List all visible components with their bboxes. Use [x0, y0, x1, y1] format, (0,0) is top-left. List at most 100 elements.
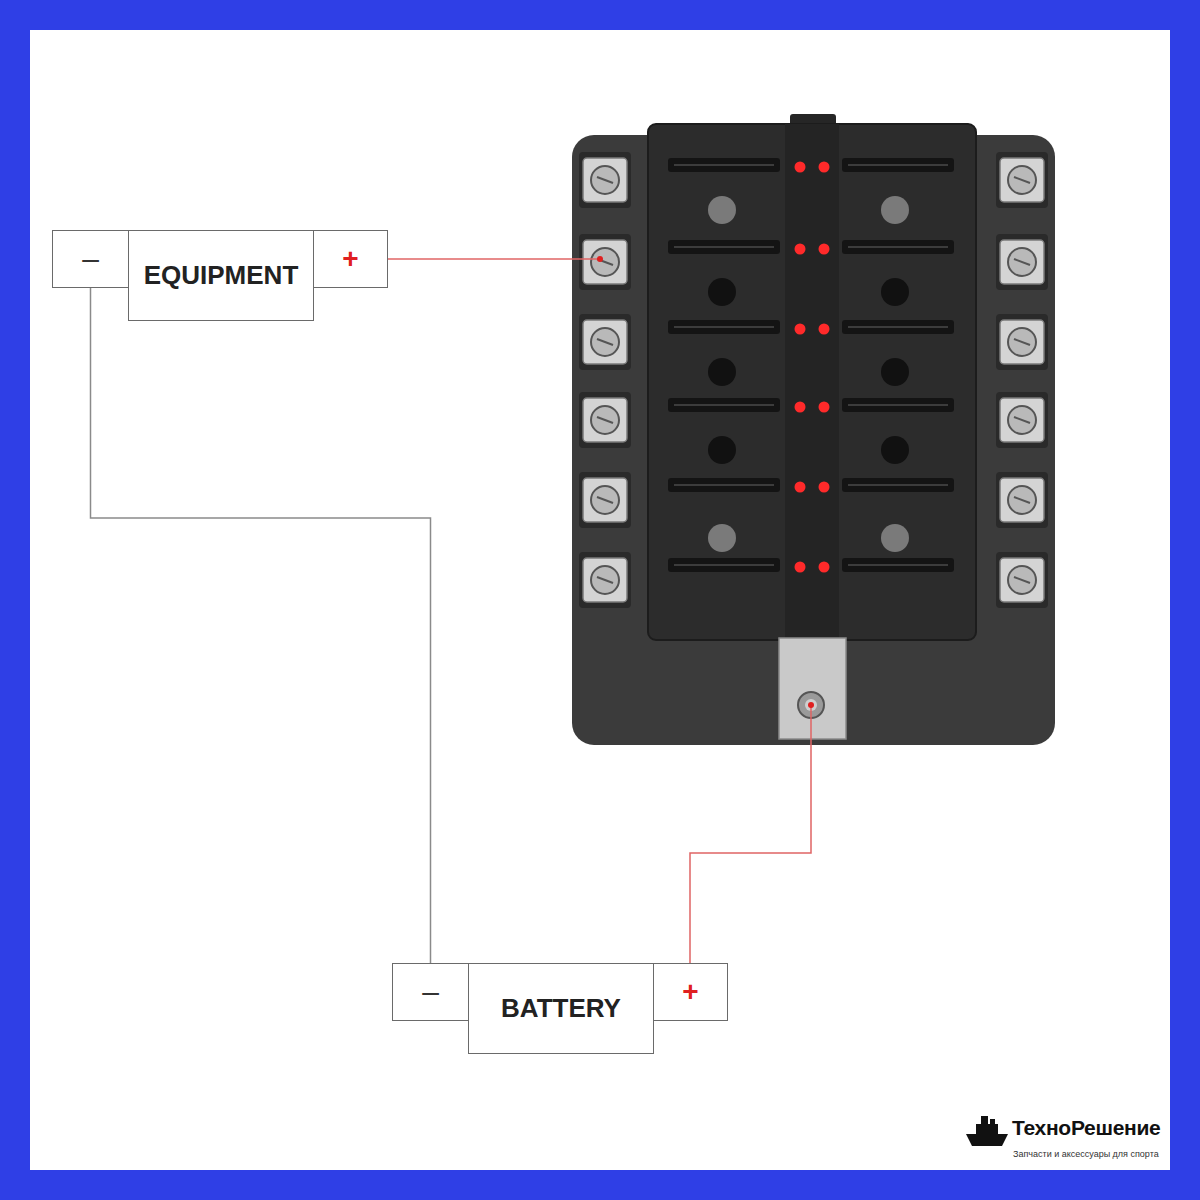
fuse-hole: [708, 524, 736, 552]
fuse-slot: [668, 158, 780, 172]
center-strip: [785, 124, 839, 640]
terminal-plate: [1000, 240, 1044, 284]
screw-slot: [1014, 417, 1030, 423]
terminal-mount: [996, 234, 1048, 290]
fuse-slot: [668, 320, 780, 334]
ship-cabin: [976, 1124, 998, 1134]
led-indicator: [819, 562, 830, 573]
terminal-plate: [1000, 478, 1044, 522]
terminal-mount: [996, 472, 1048, 528]
fuse-hole: [708, 436, 736, 464]
terminal-mount: [579, 552, 631, 608]
fuse-slot-edge: [848, 326, 948, 328]
terminal-cell: +: [653, 963, 728, 1021]
terminal-mount: [579, 392, 631, 448]
polarity-sign: +: [342, 243, 358, 275]
terminal-screw: [1008, 406, 1036, 434]
led-indicator: [795, 482, 806, 493]
fuse-slot: [668, 398, 780, 412]
terminal-cell: –: [52, 230, 129, 288]
fuse-slot-edge: [674, 564, 774, 566]
fuse-hole: [881, 278, 909, 306]
terminal-screw: [1008, 328, 1036, 356]
screw-slot: [597, 339, 613, 345]
negative-wire: [91, 288, 431, 963]
device-box: EQUIPMENT: [128, 230, 314, 321]
terminal-screw: [1008, 566, 1036, 594]
fuse-hole: [881, 436, 909, 464]
fuse-slot-edge: [674, 326, 774, 328]
positive-wire: [388, 258, 600, 260]
fuse-hole: [708, 278, 736, 306]
screw-slot: [1014, 339, 1030, 345]
screw-slot: [597, 417, 613, 423]
led-indicator: [819, 324, 830, 335]
screw-slot: [597, 497, 613, 503]
fuse-slot: [842, 158, 954, 172]
terminal-screw: [591, 248, 619, 276]
terminal-mount: [579, 152, 631, 208]
terminal-mount: [579, 472, 631, 528]
device-name: EQUIPMENT: [144, 260, 299, 291]
bus-bar: [779, 638, 846, 739]
ship-funnel: [981, 1116, 988, 1124]
led-indicator: [795, 324, 806, 335]
wire-dot: [808, 702, 814, 708]
screw-slot: [1014, 177, 1030, 183]
terminal-mount: [996, 392, 1048, 448]
ship-funnel: [990, 1119, 995, 1124]
screw-slot: [1014, 259, 1030, 265]
terminal-screw: [1008, 166, 1036, 194]
ship-icon: [966, 1116, 1008, 1146]
fuse-slot: [842, 478, 954, 492]
terminal-screw: [591, 486, 619, 514]
screw-slot: [1014, 577, 1030, 583]
terminal-plate: [583, 240, 627, 284]
fuse-slot: [668, 240, 780, 254]
led-indicator: [819, 244, 830, 255]
polarity-sign: –: [82, 242, 99, 276]
terminal-plate: [1000, 398, 1044, 442]
led-indicator: [795, 244, 806, 255]
fuse-slot: [668, 478, 780, 492]
led-indicator: [795, 162, 806, 173]
fuse-slot-edge: [674, 484, 774, 486]
terminal-plate: [583, 320, 627, 364]
screw-slot: [1014, 497, 1030, 503]
watermark-tagline: Запчасти и аксессуары для спорта: [1013, 1149, 1159, 1159]
fuse-slot-edge: [674, 404, 774, 406]
terminal-mount: [579, 314, 631, 370]
fuse-slot-edge: [848, 164, 948, 166]
fuse-cover: [648, 124, 976, 640]
terminal-plate: [1000, 158, 1044, 202]
fuse-slot-edge: [674, 246, 774, 248]
terminal-mount: [996, 152, 1048, 208]
fuse-slot: [842, 320, 954, 334]
led-indicator: [819, 482, 830, 493]
fuse-slot-edge: [848, 246, 948, 248]
terminal-screw: [591, 566, 619, 594]
terminal-plate: [1000, 558, 1044, 602]
terminal-plate: [583, 558, 627, 602]
polarity-sign: +: [682, 976, 698, 1008]
led-indicator: [819, 162, 830, 173]
screw-slot: [597, 177, 613, 183]
terminal-plate: [583, 158, 627, 202]
terminal-plate: [583, 478, 627, 522]
terminal-plate: [583, 398, 627, 442]
positive-wire: [690, 705, 811, 963]
terminal-plate: [1000, 320, 1044, 364]
fuse-slot: [842, 398, 954, 412]
terminal-screw: [1008, 486, 1036, 514]
fuse-slot: [842, 240, 954, 254]
fuse-slot-edge: [674, 164, 774, 166]
fuse-box: [572, 114, 1055, 745]
terminal-screw: [591, 166, 619, 194]
terminal-mount: [996, 314, 1048, 370]
fuse-hole: [708, 358, 736, 386]
terminal-mount: [996, 552, 1048, 608]
polarity-sign: –: [422, 975, 439, 1009]
led-indicator: [795, 402, 806, 413]
terminal-screw: [591, 328, 619, 356]
